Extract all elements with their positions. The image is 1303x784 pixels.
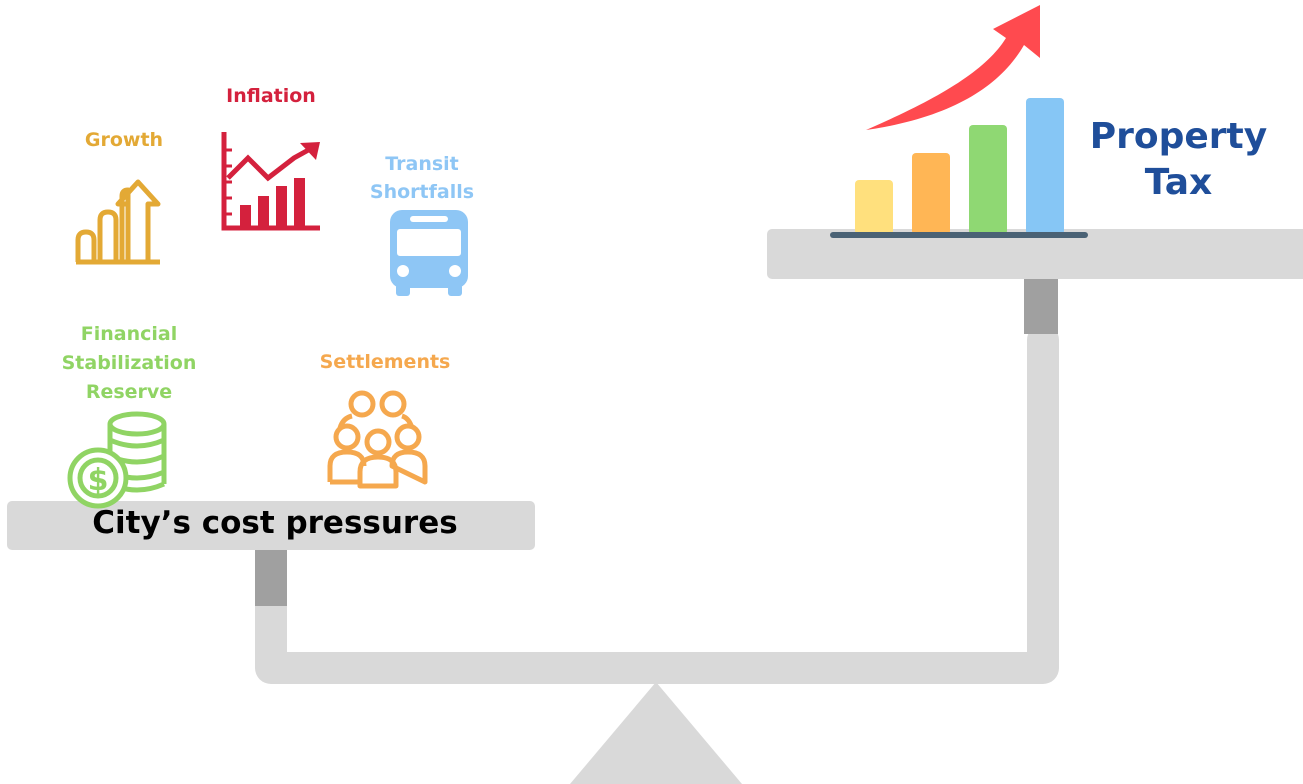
reserve-label-line-1: Financial [80,323,178,345]
left-pan [7,501,535,550]
reserve-label-line-2: Stabilization [61,352,197,374]
growth-label: Growth [84,129,164,151]
transit-shortfalls-label: Transit Shortfalls [352,150,492,206]
rising-arrow [866,5,1040,130]
right-pan-connector [1024,276,1058,334]
financial-stabilization-reserve-label: Financial Stabilization Reserve [44,320,214,407]
scale-fulcrum [570,682,742,784]
reserve-label-line-3: Reserve [85,381,173,403]
scale-beam [255,324,1059,684]
transit-label-line-2: Shortfalls [369,181,475,203]
inflation-chart-icon [221,132,320,231]
chart-baseline [830,232,1088,238]
bar-chart-rising-icon [830,5,1088,238]
right-pan [767,229,1303,279]
settlements-label: Settlements [319,351,451,373]
dollar-sign-glyph: $ [88,463,109,498]
bar-2 [912,153,950,235]
property-tax-label: Property Tax [1076,114,1281,206]
people-group-icon [327,390,428,489]
bar-3 [969,125,1007,235]
transit-label-line-1: Transit [385,153,459,175]
bar-4 [1026,98,1064,235]
property-tax-line-1: Property [1089,116,1268,157]
bus-icon [390,210,468,296]
cost-pressures-label: City’s cost pressures [92,505,458,541]
inflation-label: Inflation [226,85,316,107]
property-tax-line-2: Tax [1144,162,1213,203]
bar-1 [855,180,893,235]
growth-arrow-icon [75,179,161,265]
coins-dollar-icon [67,411,167,509]
left-pan-connector [255,548,287,606]
